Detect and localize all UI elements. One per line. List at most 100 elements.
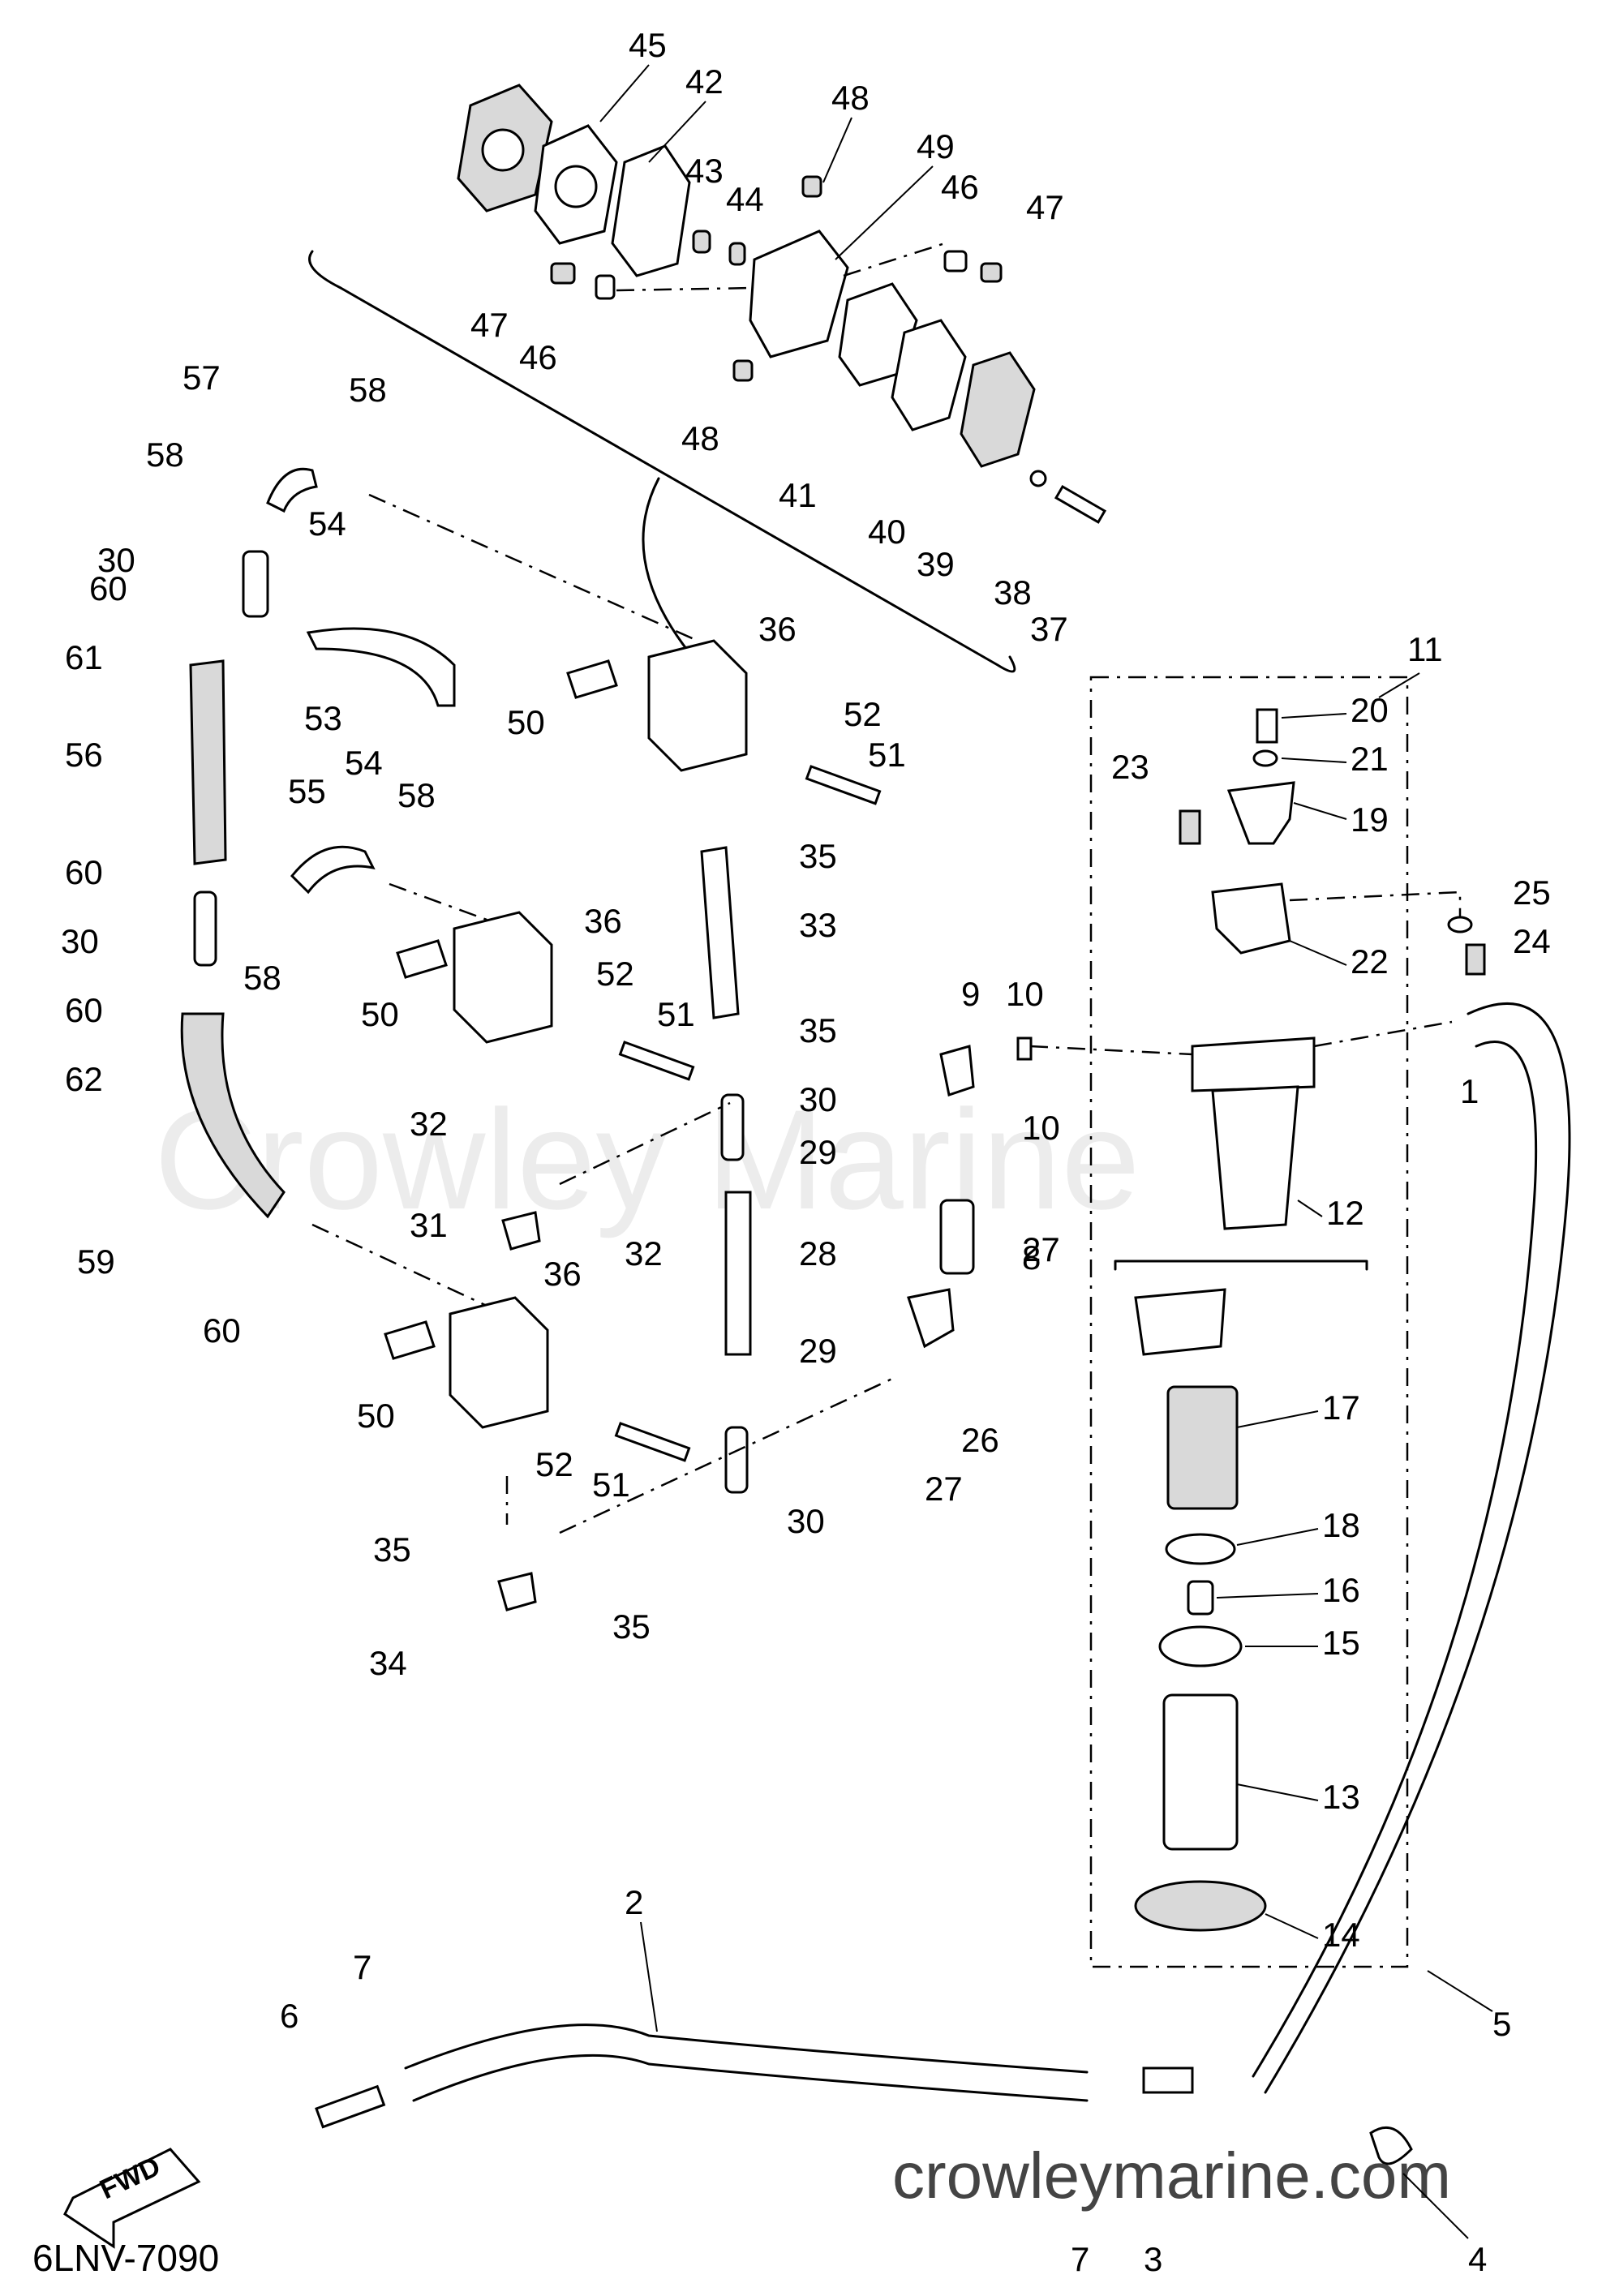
leader-5 [1427,1970,1493,2012]
leader-18 [1236,1528,1319,1546]
callout-label: 56 [65,736,103,774]
leader-20 [1281,713,1347,719]
callout-label: 36 [584,902,622,940]
callout-label: 44 [726,180,764,218]
part-42b-diaphragm [611,144,691,277]
part-48b-nut [732,359,754,382]
kit-dash-2 [843,242,946,277]
callout-label: 57 [183,358,221,397]
callout-label: 35 [373,1530,411,1569]
callout-label: 19 [1351,800,1389,839]
fwd-arrow-shape [63,2148,201,2249]
part-28-hose [724,1191,752,1356]
callout-label: 47 [1026,188,1064,226]
part-24-bolt [1465,943,1486,976]
callout-label: 31 [410,1206,448,1244]
part-51b-bolt [618,1041,695,1081]
callout-label: 42 [685,62,724,101]
leader-45 [599,64,650,122]
callout-label: 26 [961,1421,999,1459]
callout-label: 30 [97,541,135,579]
callout-label: 33 [799,906,837,944]
part-23-bolt [1179,809,1201,845]
part-34-elbow [497,1572,537,1611]
callout-label: 40 [868,513,906,551]
part-2-hose-line-b [412,2054,1089,2102]
callout-label: 21 [1351,740,1389,778]
leader-22 [1289,940,1347,966]
part-4-clip [1369,2126,1413,2165]
callout-label: 60 [65,853,103,891]
callout-label: 22 [1351,942,1389,981]
callout-label: 2 [625,1883,643,1921]
part-46b-valve [943,250,968,273]
leader-11 [1378,672,1420,698]
callout-label: 52 [535,1445,573,1483]
callout-label: 52 [596,955,634,993]
center-hose-group [497,846,893,1611]
leader-14 [1265,1913,1319,1939]
part-12-bowl [1211,1085,1299,1230]
callout-label: 51 [592,1466,630,1504]
kit-dash-1 [616,286,755,292]
callout-label: 54 [308,504,346,543]
callout-label: 32 [410,1105,448,1143]
callout-label: 7 [353,1948,371,1986]
part-43-seal [692,230,711,254]
part-37-screw [1054,484,1107,524]
callout-label: 7 [1071,2240,1089,2278]
callout-label: 16 [1322,1571,1360,1609]
part-14-ring [1134,1880,1267,1932]
callout-label: 48 [681,419,719,457]
callout-label: 61 [65,638,103,676]
callout-label: 39 [917,545,955,583]
long-hose-group [315,1002,1571,2165]
part-38-washer [1029,470,1047,487]
part-55-hose [290,845,376,895]
filter-dash-3 [1289,891,1462,916]
callout-label: 35 [799,1011,837,1049]
leader-19 [1293,802,1347,820]
part-48-nut [801,175,822,198]
callout-label: 34 [369,1644,407,1682]
watermark-text: Crowley Marine [154,1081,1140,1239]
part-36b-pump [453,911,553,1044]
callout-label: 36 [758,610,797,648]
leader-49 [835,165,934,260]
callout-label: 50 [507,703,545,741]
callout-label: 11 [1407,630,1443,668]
callout-label: 43 [685,152,724,190]
callout-label: 48 [831,79,870,117]
callout-label: 55 [288,772,326,810]
part-57-elbow [266,467,318,513]
callout-label: 62 [65,1060,103,1098]
callout-label: 60 [203,1311,241,1350]
leader-4 [1402,2173,1469,2239]
callout-label: 4 [1468,2240,1487,2278]
part-36a-pump [647,639,748,772]
part-45-hole [481,128,525,172]
callout-label: 46 [941,168,979,206]
callout-label: 10 [1022,1109,1060,1147]
part-20-bolt [1256,708,1278,744]
callout-label: 51 [868,736,906,774]
left-hose-group [180,467,698,1307]
callout-label: 3 [1144,2240,1162,2278]
callout-label: 52 [844,695,882,733]
kit-bracket-line [308,250,1016,673]
leader-16 [1216,1593,1319,1599]
part-5-hose-line-a [1264,1002,1571,2094]
part-12-head [1191,1036,1316,1092]
right-small-parts [907,1036,1033,1349]
callout-label: 17 [1322,1388,1360,1427]
part-47a-screw [550,262,576,285]
filter-dash-1 [1029,1045,1193,1056]
callout-label: 49 [917,127,955,165]
website-text: crowleymarine.com [892,2139,1451,2212]
callout-label: 46 [519,338,557,376]
callout-label: 24 [1513,922,1551,960]
center-dash-2 [559,1101,731,1186]
kit-link-curve [642,477,691,654]
callout-label: 54 [345,744,383,782]
part-49-pump-body [749,230,849,358]
